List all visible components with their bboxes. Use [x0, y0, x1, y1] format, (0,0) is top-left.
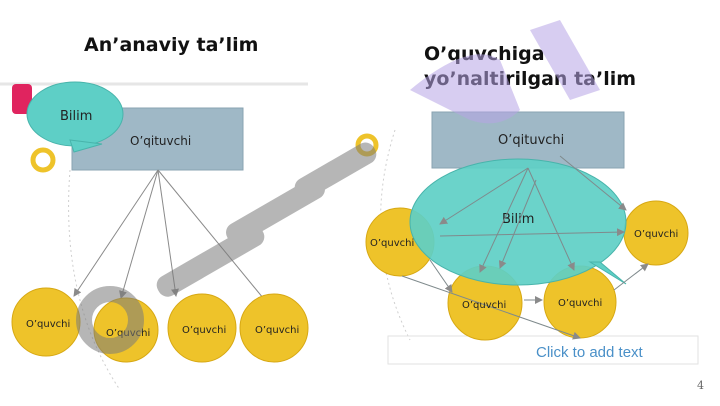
- right-student-3-label: O’quvchi: [462, 300, 506, 311]
- yellow-ring-left: [30, 147, 56, 173]
- left-teacher-label: O’qituvchi: [130, 134, 191, 148]
- watermark: [76, 20, 600, 354]
- watermark-bar-3: [294, 142, 377, 200]
- left-arrows: [73, 169, 269, 305]
- right-bilim-label: Bilim: [502, 212, 534, 227]
- right-student-1-label: O’quvchi: [370, 238, 414, 249]
- right-student-4-label: O’quvchi: [558, 298, 602, 309]
- pink-shape: [12, 84, 32, 114]
- watermark-purple-shape: [410, 54, 520, 124]
- click-to-add-text[interactable]: Click to add text: [536, 344, 643, 361]
- text-placeholder-box[interactable]: [387, 335, 699, 365]
- title-traditional: An’anaviy ta’lim: [84, 34, 259, 56]
- left-bilim-label: Bilim: [60, 109, 92, 124]
- page-number: 4: [697, 379, 704, 392]
- right-arrows: [401, 155, 649, 340]
- watermark-purple-shape-2: [530, 20, 600, 100]
- watermark-ring: [76, 286, 144, 354]
- title-student-centered-line1: O’quvchiga: [424, 43, 545, 65]
- right-student-2-label: O’quvchi: [634, 229, 678, 240]
- left-student-4-label: O’quvchi: [255, 325, 299, 336]
- right-teacher-label: O’qituvchi: [498, 133, 564, 148]
- right-bilim-bubble: [409, 158, 627, 286]
- left-student-1-label: O’quvchi: [26, 319, 70, 330]
- left-student-3-label: O’quvchi: [182, 325, 226, 336]
- left-bilim-bubble: [26, 81, 124, 153]
